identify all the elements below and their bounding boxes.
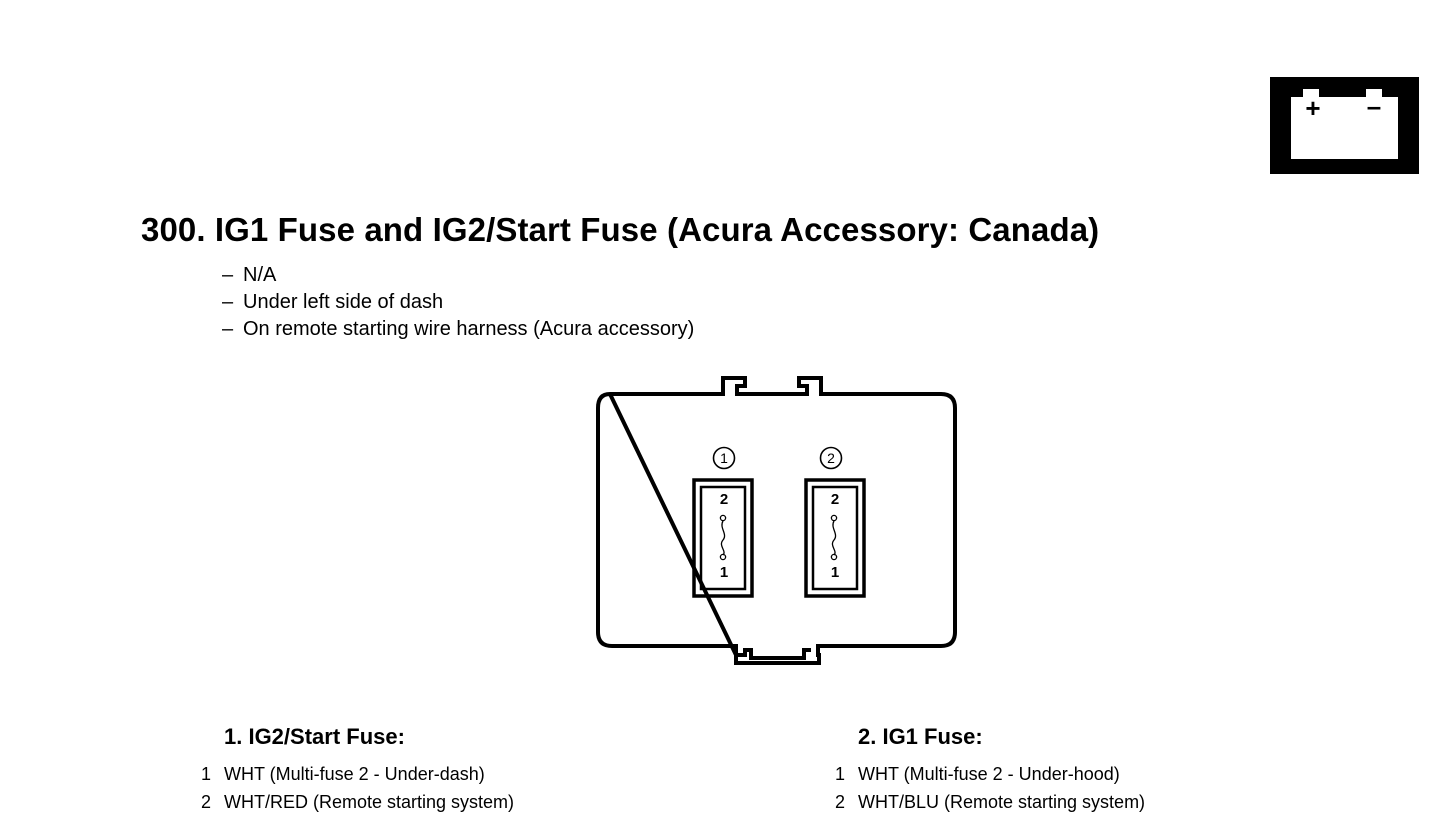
fuse-holder-housing: [596, 376, 957, 665]
info-text: N/A: [243, 264, 277, 286]
pin-list: 1 WHT (Multi-fuse 2 - Under-dash) 2 WHT/RE…: [201, 760, 514, 816]
fuse-1-terminal-bottom: 1: [720, 564, 728, 581]
info-text: Under left side of dash: [243, 291, 444, 313]
fuse-slot-1-number: 1: [720, 450, 728, 466]
fuse-2-terminal-bottom: 1: [831, 564, 839, 581]
fuse-2-terminal-top: 2: [831, 491, 839, 508]
pin-number: 2: [835, 792, 846, 812]
connector-info-list: –N/A –Under left side of dash –On remote…: [222, 262, 694, 343]
pin-number: 2: [201, 792, 212, 812]
pin-row: 1 WHT (Multi-fuse 2 - Under-hood): [835, 760, 1145, 788]
info-text: On remote starting wire harness (Acura a…: [243, 318, 695, 340]
fuse-element-icon: [720, 520, 726, 556]
fuse-slot-1: 1 2 1: [692, 446, 754, 598]
legend-ig1-fuse: 2. IG1 Fuse: 1 WHT (Multi-fuse 2 - Under-…: [835, 724, 1145, 816]
fuse-holder-diagram: 1 2 1 2 2 1: [596, 376, 957, 665]
fuse-1-terminal-top: 2: [720, 491, 728, 508]
fuse-element-icon: [831, 520, 837, 556]
info-item-connector-color: –N/A: [222, 264, 277, 286]
pin-row: 1 WHT (Multi-fuse 2 - Under-dash): [201, 760, 514, 788]
fuse-slot-2-number: 2: [827, 450, 835, 466]
pin-row: 2 WHT/BLU (Remote starting system): [835, 788, 1145, 816]
pin-list: 1 WHT (Multi-fuse 2 - Under-hood) 2 WHT/BL…: [835, 760, 1145, 816]
pin-row: 2 WHT/RED (Remote starting system): [201, 788, 514, 816]
pin-number: 1: [201, 764, 212, 784]
battery-minus-label: –: [1367, 91, 1381, 121]
legend-ig2-start-fuse: 1. IG2/Start Fuse: 1 WHT (Multi-fuse 2 - …: [201, 724, 514, 816]
pin-description: WHT (Multi-fuse 2 - Under-hood): [858, 764, 1120, 784]
info-item-harness: –On remote starting wire harness (Acura …: [222, 318, 695, 340]
pin-description: WHT/BLU (Remote starting system): [858, 792, 1146, 812]
legend-heading: 1. IG2/Start Fuse:: [224, 724, 405, 749]
pin-description: WHT/RED (Remote starting system): [224, 792, 515, 812]
info-item-location: –Under left side of dash: [222, 291, 444, 313]
page-title: 300. IG1 Fuse and IG2/Start Fuse (Acura …: [141, 211, 1100, 248]
battery-plus-label: +: [1305, 93, 1320, 123]
pin-number: 1: [835, 764, 846, 784]
legend-heading: 2. IG1 Fuse:: [858, 724, 983, 749]
fuse-slot-2: 2 2 1: [804, 446, 866, 598]
pin-description: WHT (Multi-fuse 2 - Under-dash): [224, 764, 485, 784]
battery-icon: + –: [1270, 77, 1419, 174]
